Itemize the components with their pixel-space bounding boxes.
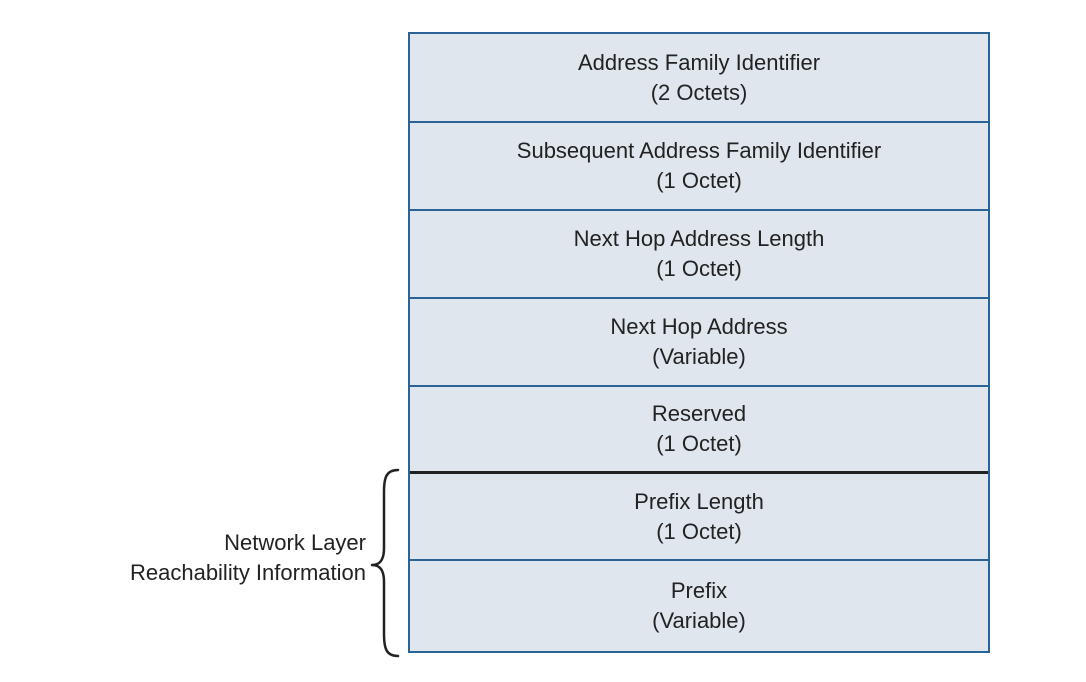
- field-next-hop-address-length: Next Hop Address Length (1 Octet): [410, 211, 988, 297]
- field-size: (2 Octets): [650, 79, 748, 105]
- field-divider: [410, 121, 988, 123]
- field-size: (1 Octet): [656, 431, 742, 456]
- nlri-divider: [410, 471, 988, 474]
- field-size: (1 Octet): [656, 168, 742, 193]
- field-divider: [410, 385, 988, 387]
- field-prefix: Prefix (Variable): [410, 561, 988, 651]
- field-subsequent-address-family-identifier: Subsequent Address Family Identifier (1 …: [410, 123, 988, 209]
- field-next-hop-address: Next Hop Address (Variable): [410, 299, 988, 385]
- nlri-label-line1: Network Layer: [224, 530, 366, 555]
- field-reserved: Reserved (1 Octet): [410, 387, 988, 471]
- field-divider: [410, 209, 988, 211]
- field-size: (Variable): [652, 608, 746, 633]
- field-divider: [410, 559, 988, 561]
- field-name: Next Hop Address Length: [573, 226, 825, 251]
- field-size: (Variable): [652, 344, 746, 369]
- field-name: Prefix: [670, 578, 728, 603]
- field-name: Subsequent Address Family Identifier: [516, 138, 882, 163]
- field-prefix-length: Prefix Length (1 Octet): [410, 474, 988, 559]
- field-name: Next Hop Address: [610, 314, 788, 339]
- curly-brace-icon: [370, 468, 400, 658]
- nlri-label-line2: Reachability Information: [129, 560, 366, 585]
- nlri-label: Network Layer Reachability Information: [130, 528, 366, 588]
- field-name: Address Family Identifier: [577, 49, 821, 75]
- field-stack: Address Family Identifier (2 Octets) Sub…: [408, 32, 990, 653]
- field-size: (1 Octet): [656, 518, 742, 544]
- field-divider: [410, 297, 988, 299]
- field-name: Reserved: [651, 401, 747, 426]
- field-address-family-identifier: Address Family Identifier (2 Octets): [410, 34, 988, 121]
- field-name: Prefix Length: [634, 488, 764, 514]
- field-size: (1 Octet): [656, 256, 742, 281]
